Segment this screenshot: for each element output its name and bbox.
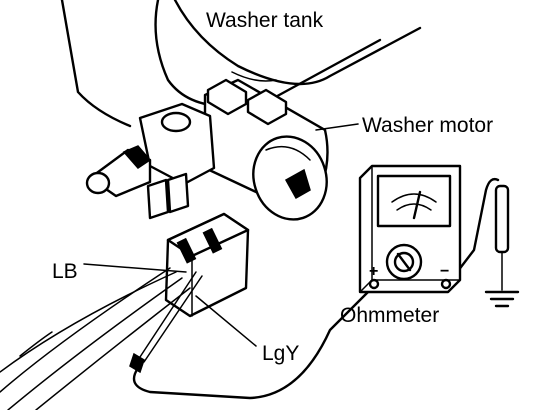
- callout-leaders: [83, 123, 359, 347]
- connector-pin-lgy: [202, 227, 223, 254]
- wire-lb-label: LB: [52, 260, 78, 283]
- washer-motor: [85, 78, 329, 221]
- test-leads: [129, 177, 510, 400]
- ohmmeter: [358, 164, 462, 294]
- plus-terminal[interactable]: [368, 278, 380, 290]
- wire-lgy-label: LgY: [262, 342, 299, 365]
- minus-terminal[interactable]: [440, 278, 452, 290]
- wire-harness: [0, 267, 191, 410]
- washer-motor-label: Washer motor: [362, 114, 493, 137]
- ohmmeter-label: Ohmmeter: [340, 304, 439, 327]
- connector-plug: [164, 212, 250, 318]
- loose-probe: [494, 184, 510, 254]
- washer-tank-label: Washer tank: [206, 9, 324, 32]
- motor-shaft-boss: [284, 168, 311, 200]
- ground-symbol: [484, 290, 520, 308]
- minus-terminal-label: −: [440, 263, 449, 280]
- plus-terminal-label: +: [369, 263, 378, 280]
